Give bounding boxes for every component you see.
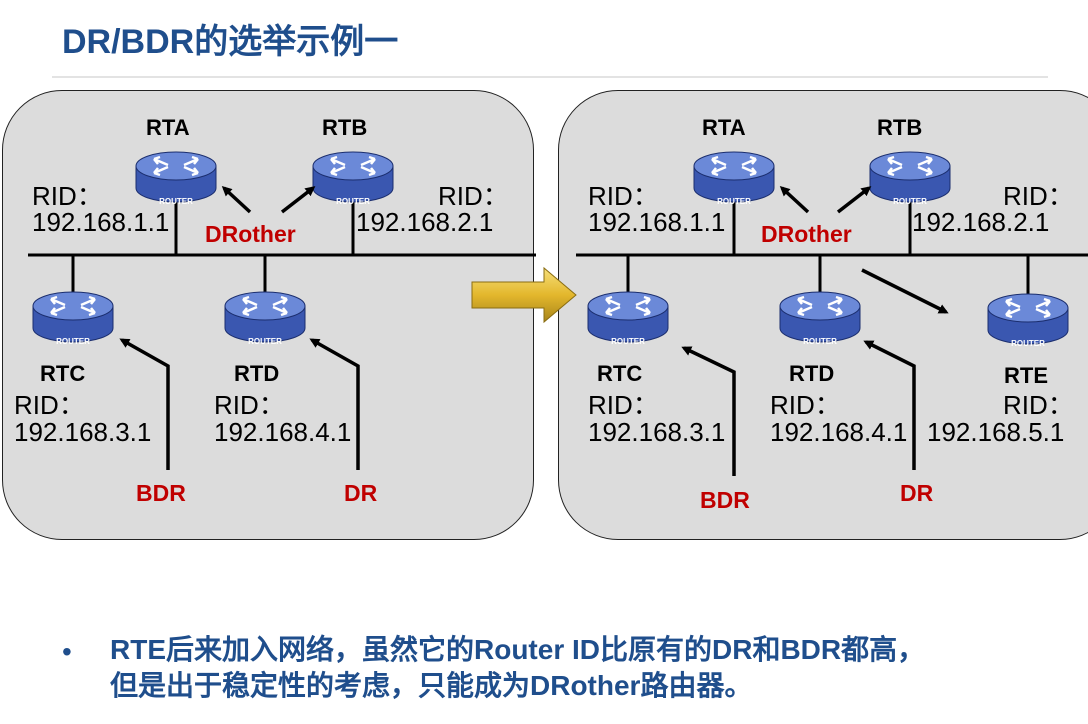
rid-label-rta-after: RID：	[588, 181, 659, 211]
rid-label-rtb: RID：	[438, 181, 509, 211]
role-drother-after: DRother	[761, 221, 852, 247]
router-badge: ROUTER	[56, 337, 90, 346]
router-icon	[31, 290, 115, 344]
title-divider	[52, 76, 1048, 78]
router-icon	[986, 292, 1070, 346]
router-name-rtc-after: RTC	[597, 361, 643, 386]
bdr-arrow-after	[681, 346, 736, 476]
rid-value-rtb: 192.168.2.1	[356, 207, 494, 237]
router-badge: ROUTER	[159, 197, 193, 206]
drother-arrow-rta-after	[779, 185, 810, 214]
router-icon	[586, 290, 670, 344]
router-icon	[778, 290, 862, 344]
dr-arrow-before	[309, 338, 360, 470]
note-line-1: RTE后来加入网络，虽然它的Router ID比原有的DR和BDR都高，	[110, 634, 926, 665]
drother-arrow-rtb-after	[836, 186, 872, 214]
router-badge: ROUTER	[336, 197, 370, 206]
router-badge: ROUTER	[803, 337, 837, 346]
router-icon	[134, 150, 218, 204]
role-bdr-before: BDR	[136, 480, 186, 506]
rid-label-rtc: RID：	[14, 390, 85, 420]
router-name-rtc: RTC	[40, 361, 86, 386]
router-name-rta-after: RTA	[702, 115, 746, 140]
router-name-rtd-after: RTD	[789, 361, 835, 386]
rid-label-rtd: RID：	[214, 390, 285, 420]
rid-value-rta-after: 192.168.1.1	[588, 207, 726, 237]
router-badge: ROUTER	[1011, 339, 1045, 348]
rid-label-rte-after: RID：	[1003, 390, 1074, 420]
drother-arrow-rtb-before	[280, 186, 316, 214]
router-badge: ROUTER	[248, 337, 282, 346]
dr-arrow-after	[863, 340, 916, 470]
role-bdr-after: BDR	[700, 487, 750, 513]
rid-value-rtc-after: 192.168.3.1	[588, 417, 726, 447]
rid-label-rtb-after: RID：	[1003, 181, 1074, 211]
router-badge: ROUTER	[893, 197, 927, 206]
drother-arrow-rta-before	[221, 185, 252, 214]
page-title: DR/BDR的选举示例一	[62, 23, 399, 61]
rid-value-rtd-after: 192.168.4.1	[770, 417, 908, 447]
rid-value-rte-after: 192.168.5.1	[927, 417, 1065, 447]
role-drother-before: DRother	[205, 221, 296, 247]
transition-arrow	[471, 266, 577, 324]
router-badge: ROUTER	[611, 337, 645, 346]
router-icon	[311, 150, 395, 204]
router-name-rtd: RTD	[234, 361, 280, 386]
router-name-rtb-after: RTB	[877, 115, 923, 140]
rid-value-rtc: 192.168.3.1	[14, 417, 152, 447]
router-name-rtb: RTB	[322, 115, 368, 140]
role-dr-before: DR	[344, 480, 378, 506]
drother-arrow-rte-after	[861, 268, 949, 314]
rid-label-rta: RID：	[32, 181, 103, 211]
rid-label-rtd-after: RID：	[770, 390, 841, 420]
note-text: RTE后来加入网络，虽然它的Router ID比原有的DR和BDR都高， 但是出…	[110, 632, 1070, 704]
rid-label-rtc-after: RID：	[588, 390, 659, 420]
rid-value-rtb-after: 192.168.2.1	[912, 207, 1050, 237]
rid-value-rta: 192.168.1.1	[32, 207, 170, 237]
rid-value-rtd: 192.168.4.1	[214, 417, 352, 447]
router-badge: ROUTER	[717, 197, 751, 206]
router-icon	[868, 150, 952, 204]
note-line-2: 但是出于稳定性的考虑，只能成为DRother路由器。	[110, 670, 753, 701]
router-name-rte-after: RTE	[1004, 363, 1048, 388]
role-dr-after: DR	[900, 480, 934, 506]
router-icon	[692, 150, 776, 204]
bdr-arrow-before	[119, 338, 170, 470]
router-name-rta: RTA	[146, 115, 190, 140]
router-icon	[223, 290, 307, 344]
note-bullet: •	[62, 636, 72, 667]
